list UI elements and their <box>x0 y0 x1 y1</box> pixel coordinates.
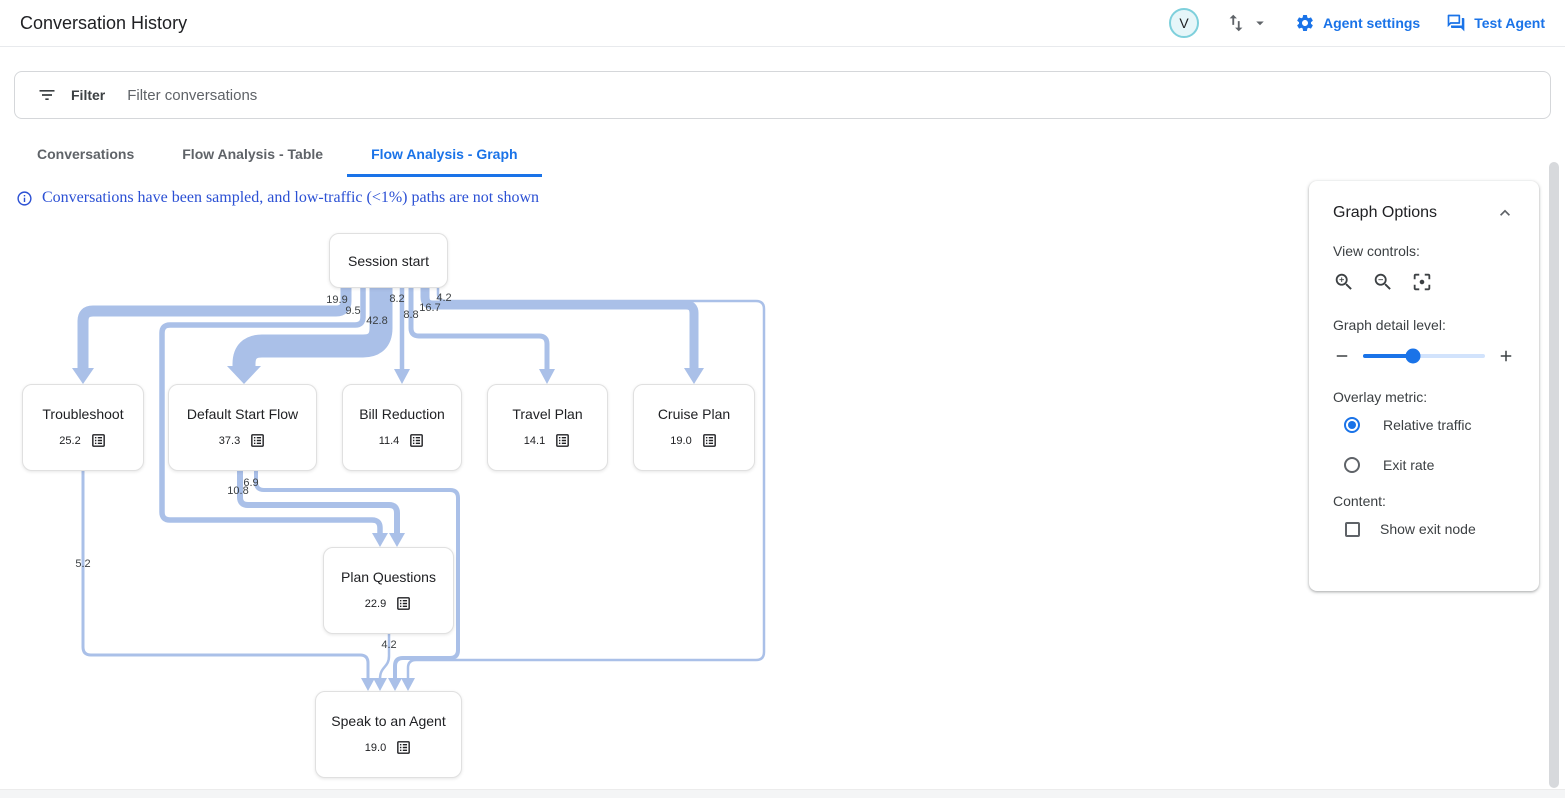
overlay-metric-label: Overlay metric: <box>1333 389 1428 405</box>
view-tabs: Conversations Flow Analysis - Table Flow… <box>13 134 542 177</box>
radio-relative-traffic[interactable]: Relative traffic <box>1344 405 1515 445</box>
filter-label: Filter <box>71 87 106 103</box>
node-title: Bill Reduction <box>359 406 445 422</box>
node-value: 19.0 <box>364 741 387 754</box>
radio-label: Exit rate <box>1383 457 1435 473</box>
node-title: Travel Plan <box>512 406 583 422</box>
edge-session-speak-to-agent <box>401 288 766 691</box>
radio-label: Relative traffic <box>1383 417 1472 433</box>
bottom-edge-strip <box>0 789 1565 798</box>
node-title: Cruise Plan <box>657 406 731 422</box>
node-travel-plan[interactable]: Travel Plan 14.1 <box>487 384 608 471</box>
avatar-letter: V <box>1179 15 1189 31</box>
list-alt-icon[interactable] <box>701 432 718 449</box>
edge-label: 4.2 <box>436 292 452 304</box>
node-title: Default Start Flow <box>186 406 299 422</box>
agent-settings-label: Agent settings <box>1322 15 1421 31</box>
checkbox-unchecked-icon[interactable] <box>1345 521 1360 537</box>
chat-icon <box>1446 13 1466 33</box>
checkbox-label: Show exit node <box>1380 521 1476 537</box>
vertical-scrollbar[interactable] <box>1549 162 1559 788</box>
sort-order-control[interactable] <box>1225 12 1269 34</box>
sampling-notice-text: Conversations have been sampled, and low… <box>42 189 540 206</box>
edge-label: 8.8 <box>403 309 419 321</box>
edge-session-troubleshoot <box>72 288 352 384</box>
node-plan-questions[interactable]: Plan Questions 22.9 <box>323 547 454 634</box>
edge-label: 42.8 <box>366 315 388 327</box>
edge-label: 4.2 <box>381 639 397 651</box>
list-alt-icon[interactable] <box>408 432 425 449</box>
filter-conversations-input[interactable]: Filter conversations <box>127 86 258 104</box>
increase-detail-button[interactable] <box>1497 347 1515 365</box>
tab-flow-analysis-table[interactable]: Flow Analysis - Table <box>182 146 324 162</box>
node-title: Speak to an Agent <box>331 713 446 729</box>
node-title: Troubleshoot <box>42 406 124 422</box>
list-alt-icon[interactable] <box>249 432 266 449</box>
agent-settings-button[interactable]: Agent settings <box>1295 13 1420 33</box>
zoom-out-icon[interactable] <box>1372 271 1394 293</box>
collapse-chevron-up-icon[interactable] <box>1495 203 1515 223</box>
tab-flow-analysis-graph[interactable]: Flow Analysis - Graph <box>347 134 542 177</box>
graph-detail-level-label: Graph detail level: <box>1333 317 1446 333</box>
node-value: 19.0 <box>670 434 692 447</box>
node-value: 14.1 <box>523 434 546 447</box>
test-agent-button[interactable]: Test Agent <box>1446 13 1545 33</box>
graph-options-title: Graph Options <box>1333 204 1438 221</box>
node-title: Plan Questions <box>341 569 436 585</box>
filter-icon <box>37 85 57 105</box>
edge-label: 6.9 <box>243 477 259 489</box>
slider-thumb[interactable] <box>1405 348 1421 364</box>
radio-selected-icon <box>1344 417 1360 433</box>
edge-label: 5.2 <box>75 558 91 570</box>
radio-exit-rate[interactable]: Exit rate <box>1344 445 1515 485</box>
filter-bar[interactable]: Filter Filter conversations <box>14 71 1551 119</box>
app-header: Conversation History V Agent settings Te… <box>0 0 1565 47</box>
view-controls-label: View controls: <box>1333 243 1420 259</box>
avatar[interactable]: V <box>1168 8 1199 38</box>
node-value: 22.9 <box>364 597 387 610</box>
decrease-detail-button[interactable] <box>1333 347 1351 365</box>
page-title: Conversation History <box>20 12 188 33</box>
sampling-notice: Conversations have been sampled, and low… <box>16 189 539 207</box>
show-exit-node-checkbox-row[interactable]: Show exit node <box>1345 509 1515 549</box>
slider-fill <box>1363 354 1414 358</box>
node-default-start-flow[interactable]: Default Start Flow 37.3 <box>168 384 317 471</box>
center-focus-icon[interactable] <box>1411 271 1433 293</box>
test-agent-label: Test Agent <box>1474 15 1545 31</box>
node-value: 11.4 <box>378 434 400 447</box>
node-title: Session start <box>348 252 429 269</box>
node-bill-reduction[interactable]: Bill Reduction 11.4 <box>342 384 462 471</box>
slider-track[interactable] <box>1363 348 1485 364</box>
node-session-start[interactable]: Session start <box>329 233 448 288</box>
zoom-in-icon[interactable] <box>1333 271 1355 293</box>
node-speak-to-an-agent[interactable]: Speak to an Agent 19.0 <box>315 691 462 778</box>
node-value: 37.3 <box>218 434 241 447</box>
chevron-down-icon <box>1251 14 1269 32</box>
tab-conversations[interactable]: Conversations <box>37 146 135 162</box>
edge-session-default-start-flow <box>227 288 393 384</box>
import-export-icon <box>1225 12 1247 34</box>
content-label: Content: <box>1333 493 1386 509</box>
list-alt-icon[interactable] <box>395 739 412 756</box>
node-troubleshoot[interactable]: Troubleshoot 25.2 <box>22 384 144 471</box>
edge-label: 8.2 <box>389 293 405 305</box>
graph-options-panel: Graph Options View controls: Graph detai… <box>1309 181 1539 591</box>
gear-icon <box>1295 13 1315 33</box>
node-cruise-plan[interactable]: Cruise Plan 19.0 <box>633 384 755 471</box>
list-alt-icon[interactable] <box>554 432 571 449</box>
list-alt-icon[interactable] <box>90 432 107 449</box>
edge-default-start-flow-plan-questions <box>237 471 405 547</box>
node-value: 25.2 <box>59 434 81 447</box>
info-icon <box>16 190 33 207</box>
list-alt-icon[interactable] <box>395 595 412 612</box>
edge-label: 9.5 <box>345 305 361 317</box>
edge-session-cruise-plan <box>420 288 704 384</box>
radio-unselected-icon <box>1344 457 1360 473</box>
graph-detail-slider <box>1333 347 1515 365</box>
